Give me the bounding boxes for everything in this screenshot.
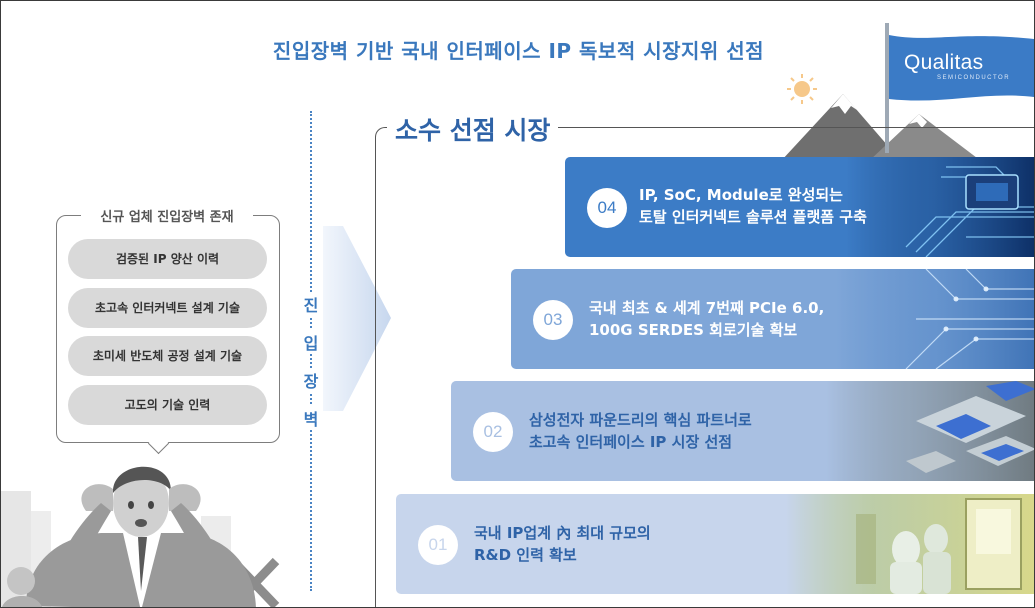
step-line: 국내 IP업계 內 최대 규모의 <box>474 524 651 542</box>
step-text: 국내 최초 & 세계 7번째 PCIe 6.0, 100G SERDES 회로기… <box>589 297 824 341</box>
logo-subtext: SEMICONDUCTOR <box>937 75 1011 81</box>
barrier-item: 초고속 인터커넥트 설계 기술 <box>68 288 267 328</box>
step-line: R&D 인력 확보 <box>474 546 577 564</box>
step-number: 03 <box>533 300 573 340</box>
barrier-char: 장 <box>299 368 323 392</box>
sun-icon <box>787 74 817 104</box>
barrier-item: 고도의 기술 인력 <box>68 385 267 425</box>
circuit-board-image <box>846 157 1034 257</box>
step-bar-02: 02 삼성전자 파운드리의 핵심 파트너로 초고속 인터페이스 IP 시장 선점 <box>451 381 1034 481</box>
step-line: 국내 최초 & 세계 7번째 PCIe 6.0, <box>589 299 825 317</box>
step-number: 01 <box>418 525 458 565</box>
step-bar-03: 03 국내 최초 & 세계 7번째 PCIe 6.0, 100G SERDES … <box>511 269 1034 369</box>
step-number: 04 <box>587 188 627 228</box>
step-number: 02 <box>473 412 513 452</box>
step-line: 삼성전자 파운드리의 핵심 파트너로 <box>529 411 752 429</box>
step-line: 초고속 인터페이스 IP 시장 선점 <box>529 433 733 451</box>
step-line: 토탈 인터커넥트 솔루션 플랫폼 구축 <box>639 208 867 226</box>
barrier-char: 입 <box>299 330 323 354</box>
cleanroom-lab-image <box>786 494 1034 594</box>
step-line: 100G SERDES 회로기술 확보 <box>589 321 798 339</box>
panel-title: 신규 업체 진입장벽 존재 <box>81 206 253 225</box>
flag-logo <box>889 35 1034 101</box>
circuit-board-image <box>836 269 1034 369</box>
step-line: IP, SoC, Module로 완성되는 <box>639 186 843 204</box>
step-bar-04: 04 IP, SoC, Module로 완성되는 토탈 인터커넥트 솔루션 플랫… <box>565 157 1034 257</box>
step-text: 삼성전자 파운드리의 핵심 파트너로 초고속 인터페이스 IP 시장 선점 <box>529 409 752 453</box>
market-bracket <box>375 127 1034 607</box>
barrier-char: 벽 <box>299 406 323 430</box>
foundry-aerial-image <box>826 381 1034 481</box>
barrier-item: 검증된 IP 양산 이력 <box>68 239 267 279</box>
logo-text: Qualitas <box>904 51 984 74</box>
step-text: IP, SoC, Module로 완성되는 토탈 인터커넥트 솔루션 플랫폼 구… <box>639 184 867 228</box>
worried-person-illustration <box>1 466 280 607</box>
arrow-right-icon <box>323 226 391 411</box>
flagpole <box>885 23 889 153</box>
page-title: 진입장벽 기반 국내 인터페이스 IP 독보적 시장지위 선점 <box>272 39 765 63</box>
barrier-item: 초미세 반도체 공정 설계 기술 <box>68 336 267 376</box>
step-text: 국내 IP업계 內 최대 규모의 R&D 인력 확보 <box>474 522 651 566</box>
market-heading: 소수 선점 시장 <box>387 111 559 147</box>
step-bar-01: 01 국내 IP업계 內 최대 규모의 R&D 인력 확보 <box>396 494 1034 594</box>
barrier-char: 진 <box>299 292 323 316</box>
